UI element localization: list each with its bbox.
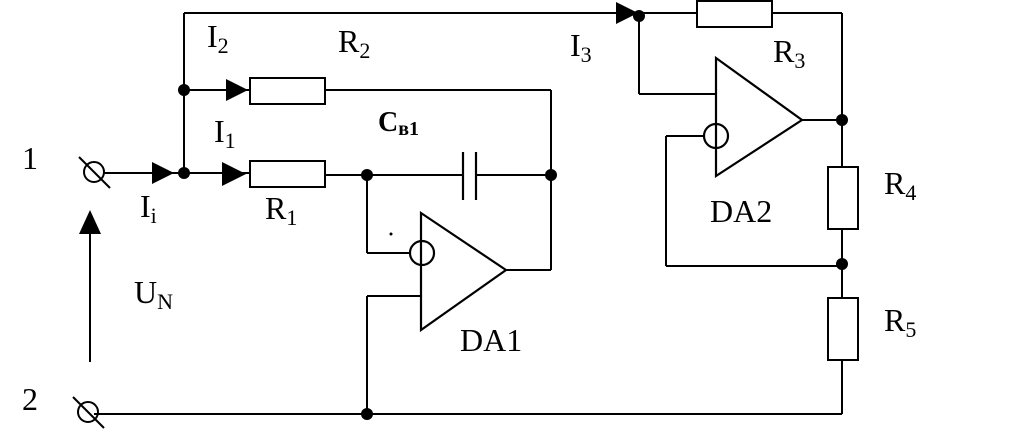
resistor-r4-label: R4: [884, 165, 916, 205]
resistor-r3-label: R3: [773, 33, 805, 73]
voltage-label: UN: [134, 274, 173, 314]
capacitor-label: Cв1: [378, 107, 419, 140]
junction-dots: [178, 10, 848, 420]
da1-inverting-bubble: [408, 239, 436, 267]
current-label-i2: I2: [207, 18, 229, 58]
resistor-r2-label: R2: [338, 23, 370, 63]
resistor-r1-label: R1: [265, 190, 297, 230]
current-label-i3: I3: [570, 27, 592, 67]
opamp-da1: [408, 210, 508, 333]
capacitor-cv1: [461, 152, 478, 200]
resistor-r3: [696, 0, 773, 28]
da2-inverting-bubble: [702, 122, 730, 150]
terminal-2-icon: [72, 396, 105, 429]
terminal-2-label: 2: [22, 381, 38, 417]
resistor-r4: [827, 166, 859, 230]
current-arrow-i1-icon: [222, 162, 246, 186]
opamp-da2-label: DA2: [710, 193, 772, 229]
current-arrow-ii-icon: [152, 162, 174, 184]
current-label-ii: Ii: [140, 188, 157, 228]
resistor-r1: [249, 160, 326, 188]
opamp-da1-label: DA1: [460, 322, 522, 358]
terminal-1-icon: [78, 156, 111, 189]
resistor-r5: [827, 297, 859, 361]
wires: [94, 12, 843, 415]
current-arrow-i2-icon: [226, 79, 248, 101]
resistor-r5-label: R5: [884, 302, 916, 342]
current-label-i1: I1: [214, 113, 236, 153]
current-arrow-i3-icon: [616, 2, 638, 24]
terminal-1-label: 1: [22, 140, 38, 176]
resistor-r2: [249, 77, 326, 105]
voltage-arrow-icon: [79, 210, 101, 362]
opamp-da2: [702, 55, 804, 179]
